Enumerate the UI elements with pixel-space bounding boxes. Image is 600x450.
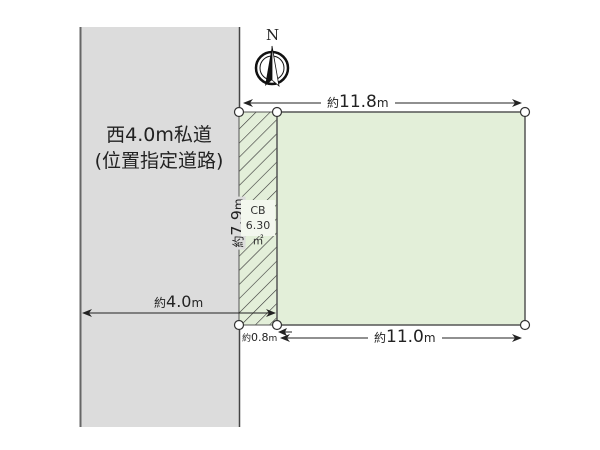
dim-road-width-value: 4.0	[166, 292, 192, 311]
dim-top-label: 約11.8m	[321, 94, 395, 111]
dim-road-width-label: 約4.0m	[154, 294, 203, 310]
dim-setback-value: 0.8	[251, 331, 269, 344]
dim-bottom-unit: m	[423, 331, 436, 345]
dim-setback-prefix: 約	[242, 334, 252, 344]
dim-bottom-value: 11.0	[386, 327, 424, 347]
dim-top-unit: m	[376, 96, 389, 110]
lot-parcel	[276, 111, 526, 326]
private-road	[79, 27, 241, 427]
dim-setback-unit: m	[268, 334, 278, 344]
dim-top-value: 11.8	[339, 92, 377, 112]
dim-setback-label: 約0.8m	[242, 332, 277, 344]
setback-label: CB	[250, 204, 266, 217]
setback-arrow-icon	[278, 328, 292, 336]
corner-markers	[233, 106, 531, 331]
road-label-line1: 西4.0m私道	[106, 124, 212, 146]
dim-bottom-label: 約11.0m	[368, 329, 442, 346]
dim-road-width-unit: m	[191, 296, 204, 310]
setback-info-box: CB 6.30㎡	[241, 200, 275, 247]
road-label-line2: (位置指定道路)	[94, 150, 224, 172]
compass-north-label: N	[266, 26, 280, 44]
dim-top-prefix: 約	[327, 96, 340, 110]
setback-area: 6.30㎡	[245, 219, 271, 247]
north-arrow-icon	[254, 45, 290, 88]
dim-bottom-prefix: 約	[374, 331, 387, 345]
dim-road-width-prefix: 約	[154, 296, 167, 310]
